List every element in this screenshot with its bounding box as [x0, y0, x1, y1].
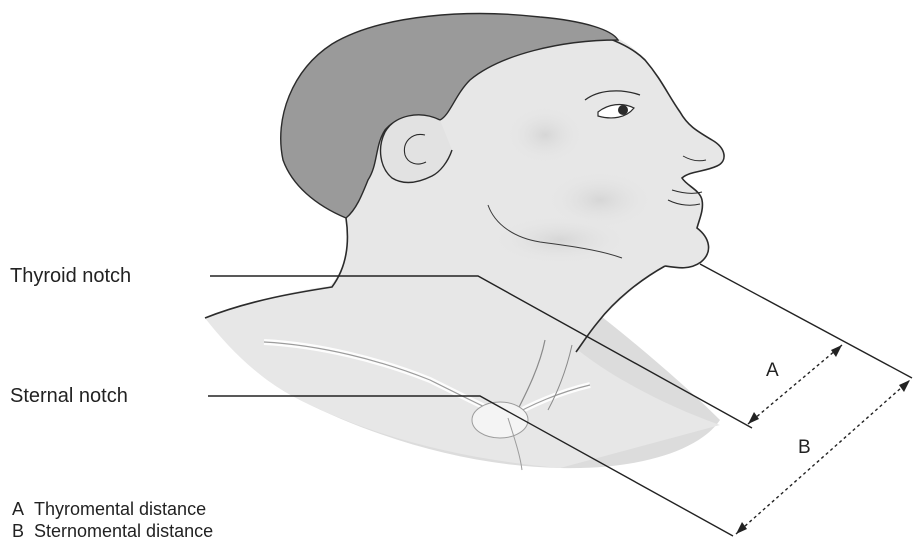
measure-a-letter: A: [766, 361, 779, 380]
measure-b-letter: B: [798, 438, 811, 457]
legend-key-b: B: [12, 521, 34, 542]
legend-text-a: Thyromental distance: [34, 499, 206, 519]
legend-text-b: Sternomental distance: [34, 521, 213, 541]
chin-reference-line: [700, 264, 912, 378]
thyroid-notch-label: Thyroid notch: [10, 266, 131, 286]
measure-a-arrow: [748, 345, 842, 424]
legend-key-a: A: [12, 499, 34, 520]
sternal-notch-label: Sternal notch: [10, 386, 128, 406]
measure-b-arrow: [736, 380, 910, 534]
